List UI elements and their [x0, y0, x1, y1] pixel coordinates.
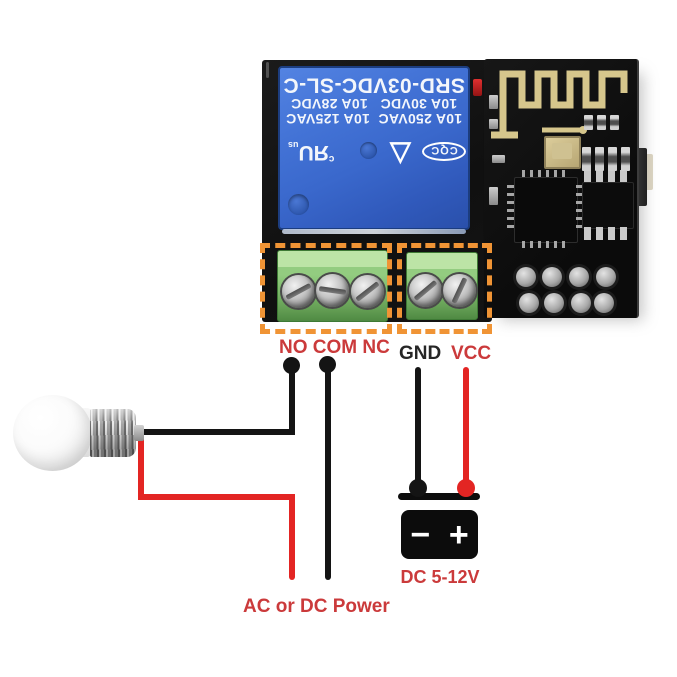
battery-plus-icon: + — [448, 515, 469, 554]
gnd-battery-dot — [409, 479, 427, 497]
status-led — [473, 79, 482, 96]
mold-circle-icon — [360, 142, 377, 159]
wire-gnd — [415, 367, 421, 485]
wire-no-to-bulb — [139, 429, 295, 435]
dc-power-source: − + — [401, 510, 478, 559]
wire-no-vertical — [289, 364, 295, 434]
smd-component — [489, 187, 498, 205]
flash-memory-chip — [582, 182, 634, 229]
solder-joint — [594, 293, 614, 313]
wire-vcc — [463, 367, 469, 485]
relay-dc-rating-text: 10A 30VDC 10A 28VDC — [290, 95, 458, 112]
resistor — [584, 115, 593, 130]
crystal-oscillator — [544, 136, 581, 169]
wire-bulb-red-vertical — [138, 438, 144, 500]
chip-pins-bottom — [522, 241, 568, 248]
smd-component — [492, 155, 505, 163]
power-terminals-highlight-box — [397, 243, 492, 334]
capacitor — [595, 147, 604, 171]
no-wire-terminal-dot — [283, 357, 300, 374]
capacitor — [621, 147, 630, 171]
wire-bulb-red-horizontal — [138, 494, 295, 500]
light-bulb — [13, 395, 92, 471]
solder-joint — [596, 267, 616, 287]
power-input-terminal-block — [406, 252, 478, 320]
ul-mark-icon: cЯUus — [288, 140, 335, 164]
relay-cert-marks: cЯUus ▽ CQC — [280, 136, 468, 176]
chip-pins-right — [576, 185, 583, 233]
relay-output-terminal-block — [277, 250, 388, 322]
label-battery-voltage: DC 5-12V — [400, 567, 480, 587]
label-ac-dc-power: AC or DC Power — [243, 596, 390, 617]
chip-pins-top — [522, 170, 568, 177]
resistor — [597, 115, 606, 130]
relay-ac-rating-text: 10A 250VAC 10A 125VAC — [285, 110, 463, 127]
label-gnd: GND — [399, 343, 442, 364]
solder-joint — [544, 293, 564, 313]
bulb-base-tip — [134, 425, 144, 441]
flash-legs-bottom — [584, 227, 630, 240]
label-no-com-nc: NO COM NC — [279, 337, 390, 358]
relay-base-highlight — [282, 229, 466, 234]
wire-red-to-power — [289, 494, 295, 580]
bulb-screw-base — [90, 409, 136, 457]
terminal-screw-nc — [351, 275, 384, 308]
wire-com-to-power — [325, 364, 331, 580]
capacitor — [608, 147, 617, 171]
solder-joint — [571, 293, 591, 313]
terminal-screw-com — [316, 274, 349, 307]
vcc-battery-dot — [457, 479, 475, 497]
relay-terminals-highlight-box — [260, 243, 392, 334]
smd-component — [489, 119, 498, 129]
mold-circle-icon — [288, 194, 309, 215]
cqc-mark-icon: CQC — [422, 142, 466, 161]
chip-pins-left — [507, 185, 514, 233]
smd-component — [489, 95, 498, 109]
terminal-screw-gnd — [409, 274, 442, 307]
relay-srd-03vdc: SRD-03VDC-SL-C 10A 30VDC 10A 28VDC 10A 2… — [278, 66, 470, 230]
resistor — [610, 115, 619, 130]
battery-minus-icon: − — [410, 515, 431, 554]
solder-joint — [542, 267, 562, 287]
terminal-screw-no — [282, 275, 315, 308]
relay-model-text: SRD-03VDC-SL-C — [283, 73, 466, 97]
terminal-screw-vcc — [443, 274, 476, 307]
battery-bus-bar — [398, 493, 480, 500]
pcb-edge-glint — [266, 62, 269, 78]
esp8266-chip — [514, 177, 578, 243]
solder-joint — [519, 293, 539, 313]
com-wire-terminal-dot — [319, 356, 336, 373]
label-vcc: VCC — [451, 343, 492, 364]
capacitor — [582, 147, 591, 171]
esp01-wifi-module — [484, 59, 639, 318]
solder-joint — [569, 267, 589, 287]
triangle-cert-icon: ▽ — [390, 136, 411, 166]
flash-legs-top — [584, 170, 630, 182]
solder-joint — [516, 267, 536, 287]
